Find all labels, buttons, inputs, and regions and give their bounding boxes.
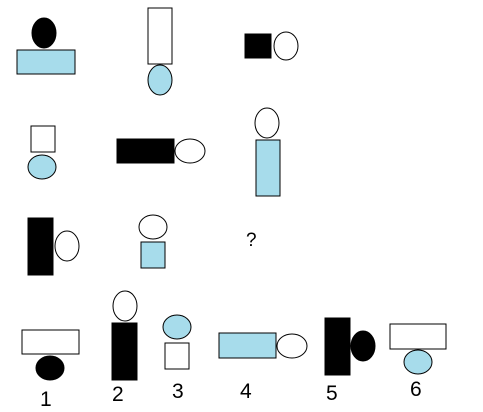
option-4-figure[interactable] (218, 332, 308, 359)
blue-ellipse (403, 349, 433, 375)
blue-rectangle (255, 139, 281, 197)
grid-cell-r2-c1 (27, 125, 57, 180)
blue-square (140, 241, 166, 269)
black-square (244, 33, 272, 59)
grid-cell-r3-c2 (138, 214, 168, 269)
black-rectangle (27, 217, 54, 276)
black-rectangle (111, 322, 138, 381)
option-label-1[interactable]: 1 (40, 388, 52, 411)
black-ellipse (350, 330, 376, 362)
grid-cell-r2-c3 (254, 107, 281, 197)
black-ellipse (35, 355, 65, 381)
black-rectangle (116, 138, 175, 164)
white-ellipse (273, 31, 299, 61)
blue-ellipse (27, 154, 57, 180)
option-label-5[interactable]: 5 (326, 382, 338, 405)
option-label-3[interactable]: 3 (172, 380, 184, 403)
option-6-figure[interactable] (389, 323, 447, 375)
option-label-6[interactable]: 6 (410, 378, 422, 401)
option-2-figure[interactable] (111, 290, 138, 381)
black-rectangle (324, 317, 351, 376)
blue-rectangle (16, 49, 76, 75)
white-ellipse (174, 138, 206, 164)
white-square (30, 125, 56, 153)
option-1-figure[interactable] (21, 329, 80, 381)
white-square (164, 342, 190, 370)
grid-cell-r1-c1 (16, 17, 76, 75)
option-label-4[interactable]: 4 (240, 380, 252, 403)
grid-cell-r1-c2 (147, 7, 173, 96)
missing-figure-marker: ? (246, 230, 257, 251)
blue-ellipse (162, 314, 192, 340)
white-ellipse (54, 230, 80, 262)
grid-cell-r3-c1 (27, 217, 80, 276)
white-rectangle (389, 323, 447, 350)
black-ellipse (31, 17, 57, 49)
white-ellipse (254, 107, 280, 139)
option-3-figure[interactable] (162, 314, 192, 370)
option-5-figure[interactable] (324, 317, 376, 376)
white-ellipse (112, 290, 138, 322)
grid-cell-r2-c2 (116, 138, 206, 164)
blue-ellipse (147, 64, 173, 96)
white-ellipse (138, 214, 168, 240)
grid-cell-r1-c3 (244, 31, 299, 61)
white-rectangle (147, 7, 173, 65)
blue-rectangle (218, 332, 277, 359)
white-ellipse (276, 333, 308, 359)
option-label-2[interactable]: 2 (112, 383, 124, 406)
white-rectangle (21, 329, 80, 355)
